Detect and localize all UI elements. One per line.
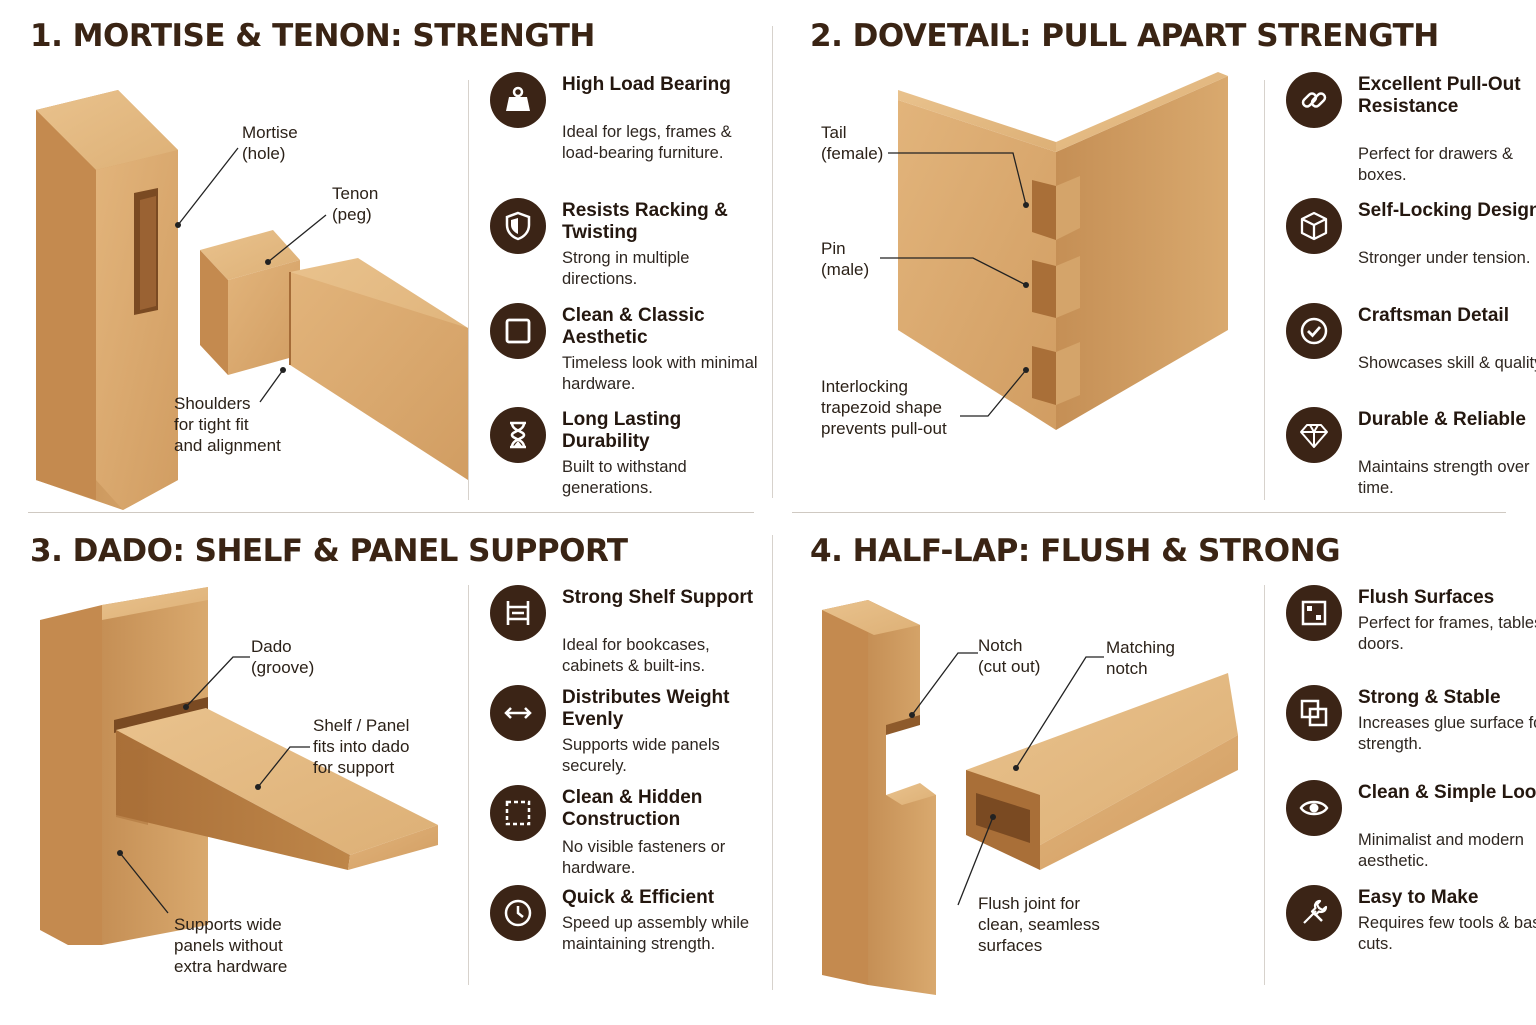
feature-desc: Showcases skill & quality. <box>1358 354 1536 372</box>
feature-desc: Timeless look with minimal hardware. <box>562 354 758 393</box>
feature-title: Craftsman Detail <box>1358 305 1509 326</box>
feature-title: Clean & Hidden Construction <box>562 787 703 830</box>
label-pin: Pin (male) <box>821 239 870 279</box>
tools-icon <box>1286 885 1342 941</box>
dovetail-illustration <box>880 72 1228 430</box>
feature-desc: Stronger under tension. <box>1358 249 1531 267</box>
center-divider-bottom <box>772 535 773 990</box>
eye-icon <box>1286 780 1342 836</box>
feature-title: Flush Surfaces <box>1358 587 1495 608</box>
feature-title: Clean & Classic Aesthetic <box>562 305 705 348</box>
feature-desc: Built to withstand generations. <box>562 458 687 497</box>
feature-title: Self-Locking Design <box>1358 200 1536 221</box>
half-lap-illustration <box>822 600 1238 995</box>
feature-title: High Load Bearing <box>562 74 731 95</box>
feature-title: Strong Shelf Support <box>562 587 754 608</box>
feature-desc: Perfect for frames, tables & doors. <box>1358 614 1536 653</box>
label-notch: Notch (cut out) <box>978 636 1041 676</box>
label-shelf: Shelf / Panel fits into dado for support <box>313 716 410 777</box>
feature-desc: Requires few tools & basic cuts. <box>1358 914 1536 953</box>
weight-icon <box>490 72 546 128</box>
panel-half-lap: 4. HALF-LAP: FLUSH & STRONG Notch (cut o… <box>808 525 1536 1025</box>
feature-desc: Speed up assembly while maintaining stre… <box>562 914 750 953</box>
dado-illustration <box>40 587 438 945</box>
panel-divider <box>1264 80 1265 500</box>
label-interlocking: Interlocking trapezoid shape prevents pu… <box>821 377 947 438</box>
horizontal-divider-right <box>792 512 1506 513</box>
panel-mortise-tenon: 1. MORTISE & TENON: STRENGTH Mortise (ho… <box>28 10 768 510</box>
arrows-icon <box>490 685 546 741</box>
feature-desc: Ideal for legs, frames & load-bearing fu… <box>562 123 732 162</box>
shelf-icon <box>490 585 546 641</box>
feature-desc: Perfect for drawers & boxes. <box>1358 145 1513 184</box>
hourglass-icon <box>490 407 546 463</box>
feature-desc: Minimalist and modern aesthetic. <box>1358 831 1524 870</box>
center-divider-top <box>772 26 773 498</box>
feature-title: Durable & Reliable <box>1358 409 1526 430</box>
feature-title: Long Lasting Durability <box>562 409 682 452</box>
label-dado: Dado (groove) <box>251 637 315 677</box>
feature-desc: Ideal for bookcases, cabinets & built-in… <box>562 636 710 675</box>
cube-icon <box>1286 198 1342 254</box>
clock-icon <box>490 885 546 941</box>
feature-desc: Supports wide panels securely. <box>562 736 720 775</box>
feature-desc: Increases glue surface for strength. <box>1358 714 1536 753</box>
label-tail: Tail (female) <box>821 123 884 163</box>
feature-desc: No visible fasteners or hardware. <box>562 838 726 877</box>
panel-title: 2. DOVETAIL: PULL APART STRENGTH <box>810 18 1439 54</box>
panel-title: 3. DADO: SHELF & PANEL SUPPORT <box>30 533 628 569</box>
flush-square-icon <box>1286 585 1342 641</box>
panel-divider <box>468 80 469 500</box>
feature-title: Excellent Pull-Out Resistance <box>1358 74 1521 117</box>
feature-desc: Strong in multiple directions. <box>562 249 690 288</box>
feature-title: Easy to Make <box>1358 887 1479 908</box>
panel-dado: 3. DADO: SHELF & PANEL SUPPORT Dado (gro… <box>28 525 768 1025</box>
horizontal-divider-left <box>28 512 754 513</box>
panel-divider <box>1264 585 1265 985</box>
link-icon <box>1286 72 1342 128</box>
feature-title: Quick & Efficient <box>562 887 715 908</box>
feature-title: Strong & Stable <box>1358 687 1501 708</box>
label-matching-notch: Matching notch <box>1106 638 1175 678</box>
check-circle-icon <box>1286 303 1342 359</box>
feature-desc: Maintains strength over time. <box>1358 458 1530 497</box>
mortise-tenon-illustration <box>36 90 468 510</box>
label-mortise: Mortise (hole) <box>242 123 298 163</box>
panel-divider <box>468 585 469 985</box>
label-tenon: Tenon (peg) <box>332 184 379 224</box>
square-icon <box>490 303 546 359</box>
label-flush-joint: Flush joint for clean, seamless surfaces <box>978 894 1100 955</box>
diamond-icon <box>1286 407 1342 463</box>
panel-title: 4. HALF-LAP: FLUSH & STRONG <box>810 533 1341 569</box>
overlap-squares-icon <box>1286 685 1342 741</box>
feature-title: Distributes Weight Evenly <box>562 687 730 730</box>
label-shoulders: Shoulders for tight fit and alignment <box>174 394 281 455</box>
panel-dovetail: 2. DOVETAIL: PULL APART STRENGTH Tail (f… <box>808 10 1536 510</box>
panel-title: 1. MORTISE & TENON: STRENGTH <box>30 18 595 54</box>
shield-icon <box>490 198 546 254</box>
feature-title: Clean & Simple Look <box>1358 782 1536 803</box>
feature-title: Resists Racking & Twisting <box>562 200 728 243</box>
label-supports: Supports wide panels without extra hardw… <box>174 915 288 976</box>
dashed-square-icon <box>490 785 546 841</box>
